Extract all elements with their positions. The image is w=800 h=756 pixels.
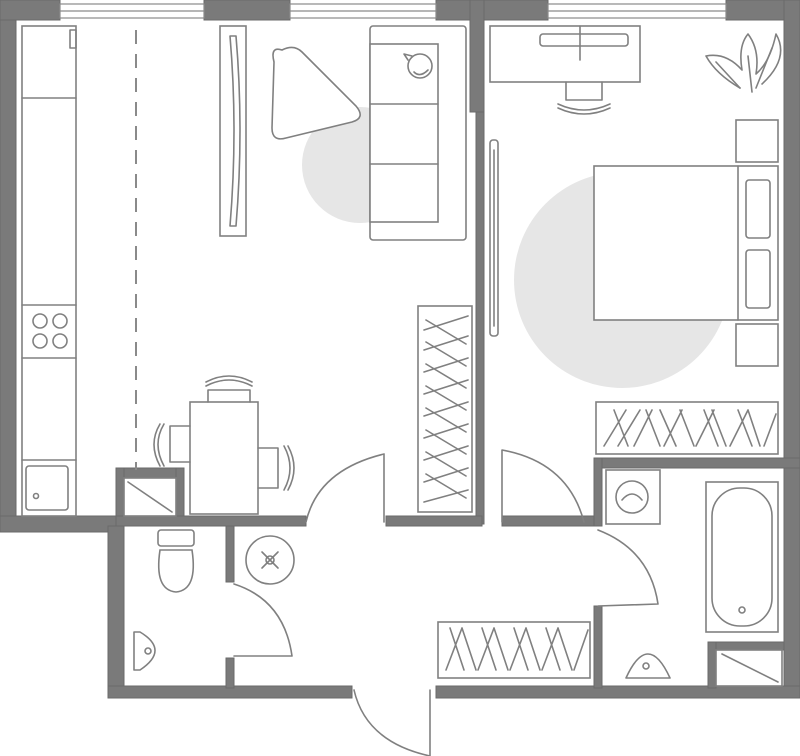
kitchen [21,25,77,517]
wall-bedroom-door-right [501,515,595,527]
vent-shaft-right [715,649,783,687]
bathtub-icon [705,481,779,633]
door-entrance[interactable] [353,689,431,756]
wall-living-bottom-right [385,515,483,527]
chair-top [205,375,253,403]
wall-right-outer [783,0,800,691]
boiler [245,535,295,585]
desk-chair [557,81,611,115]
door-living[interactable] [305,453,385,523]
tv-stand [219,25,247,237]
sink-icon [133,631,156,671]
wall-toilet-left [107,525,125,699]
wall-center [475,111,485,525]
nightstand-1 [735,119,779,163]
wall-toilet-right-bottom [225,657,235,689]
chair-left [153,423,191,467]
stove-icon [32,313,68,349]
wall-bathroom-left-bottom [593,605,603,689]
wall-top-2 [203,0,291,21]
hall-wardrobe [437,621,591,679]
kitchen-sink-icon [25,465,69,511]
walls [0,0,800,699]
pillow-1 [745,179,771,239]
sliding-door [489,139,499,337]
tv-screen [229,35,241,227]
door-bedroom[interactable] [501,449,585,523]
wall-bath-shaft-left [707,641,717,689]
kitchen-counter [21,25,77,517]
tv-cabinet [219,25,247,237]
sofa [369,25,467,241]
table-top [189,401,259,515]
bed [593,119,779,367]
cat-icon [403,53,433,79]
nightstand-2 [735,323,779,367]
fridge-handle [69,29,77,49]
wall-center-top [469,0,485,113]
wall-living-bottom-left [0,515,117,533]
wall-left-outer [0,0,17,533]
doors [233,449,659,756]
wall-toilet-right-top [225,525,235,583]
wardrobe-bedroom [595,401,779,455]
wall-bottom-right [435,685,800,699]
pillow-2 [745,249,771,309]
plant-icon [705,33,782,93]
door-bathroom[interactable] [597,529,659,607]
desk [489,25,641,115]
vent-shaft-left [123,477,177,517]
wall-bedroom-bottom [593,457,800,469]
wall-bathroom-left-top [593,457,603,527]
dining-table [153,375,295,515]
windows [59,3,727,19]
toilet-icon [157,529,195,593]
wall-top-1 [0,0,61,21]
washing-machine-icon [605,469,661,525]
wardrobe-living [417,305,473,513]
chair-right [257,445,295,491]
door-toilet[interactable] [233,583,293,657]
wall-shaft-top [115,467,185,479]
wall-bath-shaft-top [707,641,785,651]
wall-top-3 [435,0,549,21]
bath-sink-icon [625,653,671,679]
coffee-table [271,46,361,140]
wall-living-bottom [115,515,307,527]
